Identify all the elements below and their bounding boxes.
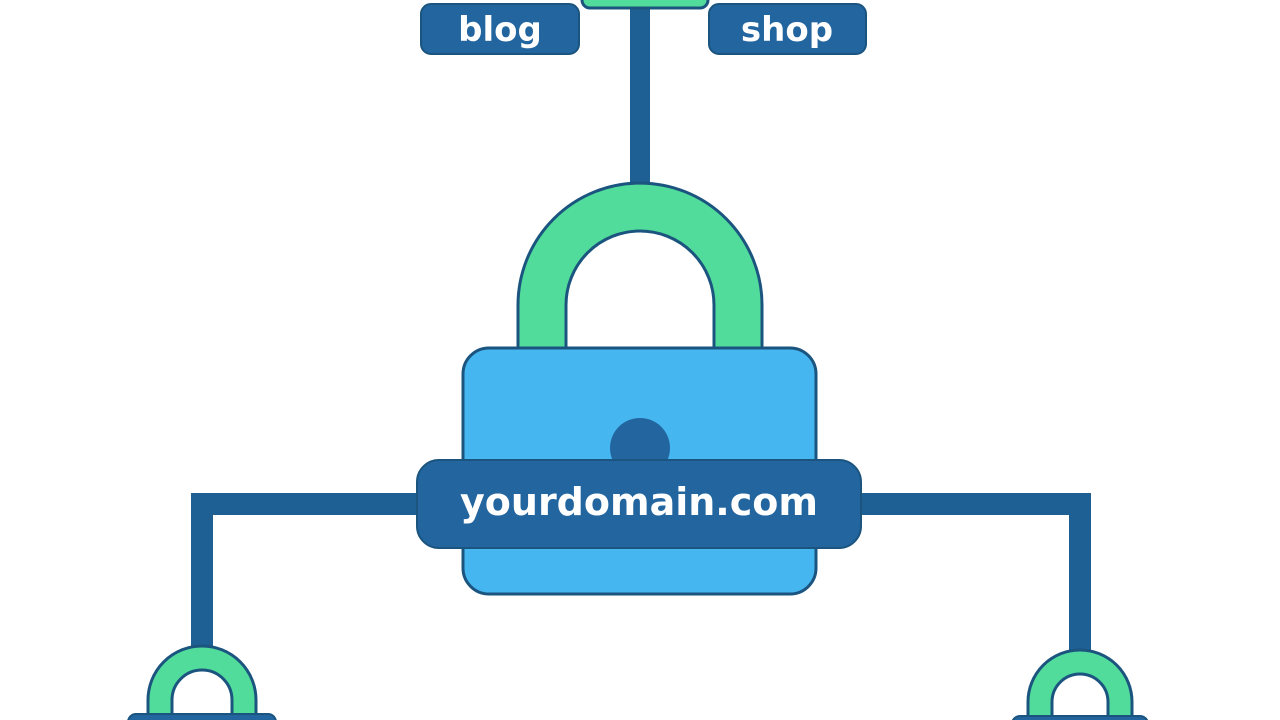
- subdomain-shop: shop: [708, 3, 867, 55]
- subdomain-blog-label: blog: [458, 10, 542, 50]
- subdomain-blog-box: [420, 3, 580, 55]
- small-padlock-left-body: [127, 713, 277, 720]
- domain-label: yourdomain.com: [416, 459, 862, 549]
- top-center-node: [580, 0, 710, 10]
- small-padlock-right-body: [1011, 715, 1149, 720]
- subdomain-shop-label: shop: [741, 10, 833, 50]
- small-padlock-icon: [1011, 648, 1149, 720]
- connector-lines: [191, 0, 1091, 660]
- padlock-shackle: [516, 181, 764, 352]
- domain-label-text: yourdomain.com: [460, 480, 818, 524]
- connector-left: [191, 493, 420, 660]
- subdomain-shop-box: [708, 3, 867, 55]
- connector-top: [630, 0, 650, 186]
- subdomain-blog: blog: [420, 3, 580, 55]
- small-padlock-left-shackle: [146, 644, 258, 720]
- small-padlock-right-shackle: [1026, 648, 1134, 720]
- small-padlock-icon: [127, 644, 277, 720]
- connector-right: [860, 493, 1091, 660]
- domain-label-box: [416, 459, 862, 549]
